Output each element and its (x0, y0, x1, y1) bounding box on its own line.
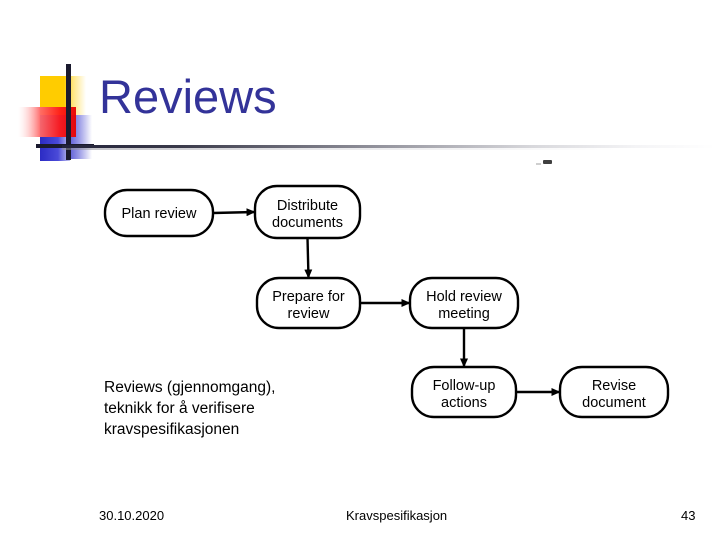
logo-vertical-bar (66, 64, 71, 160)
footer-date: 30.10.2020 (99, 508, 165, 523)
scan-artifact-mark (543, 160, 552, 164)
flowchart-node-label: Revise (592, 378, 636, 394)
slide-footer: 30.10.2020 Kravspesifikasjon 43 (0, 506, 720, 530)
header-rule-shadow (62, 148, 715, 150)
scan-artifact-mark-secondary (536, 163, 541, 165)
footer-page-number: 43 (681, 508, 696, 523)
body-text-block: Reviews (gjennomgang), teknikk for å ver… (104, 377, 354, 440)
flowchart-node-label-line2: document (582, 395, 646, 411)
header-rule (62, 145, 715, 148)
flowchart-node-label: Hold review (426, 289, 502, 305)
flowchart-node-label: Plan review (122, 206, 197, 222)
flowchart-edge-plan-to-distribute (212, 208, 256, 217)
flowchart-node-label: Distribute (277, 198, 338, 214)
flowchart-node-plan: Plan review (103, 188, 215, 238)
flowchart-node-label-line2: documents (272, 215, 343, 231)
decorative-logo (18, 62, 114, 161)
flowchart-node-label-line2: meeting (438, 306, 490, 322)
slide-title: Reviews (99, 70, 277, 123)
body-text-line-3: kravspesifikasjonen (104, 421, 240, 438)
flowchart-node-label: Follow-up (433, 378, 496, 394)
flowchart-node-label: Prepare for (272, 289, 345, 305)
body-text-line-1: Reviews (gjennomgang), (104, 379, 276, 396)
footer-center-text: Kravspesifikasjon (346, 508, 448, 523)
flowchart-node-label-line2: actions (441, 395, 487, 411)
body-text-line-2: teknikk for å verifisere (104, 400, 255, 417)
logo-red-fade (18, 107, 40, 137)
flowchart-edge-group (212, 208, 561, 396)
flowchart-edge-distribute-to-prepare (304, 237, 313, 279)
flowchart-node-label-line2: review (288, 306, 330, 322)
